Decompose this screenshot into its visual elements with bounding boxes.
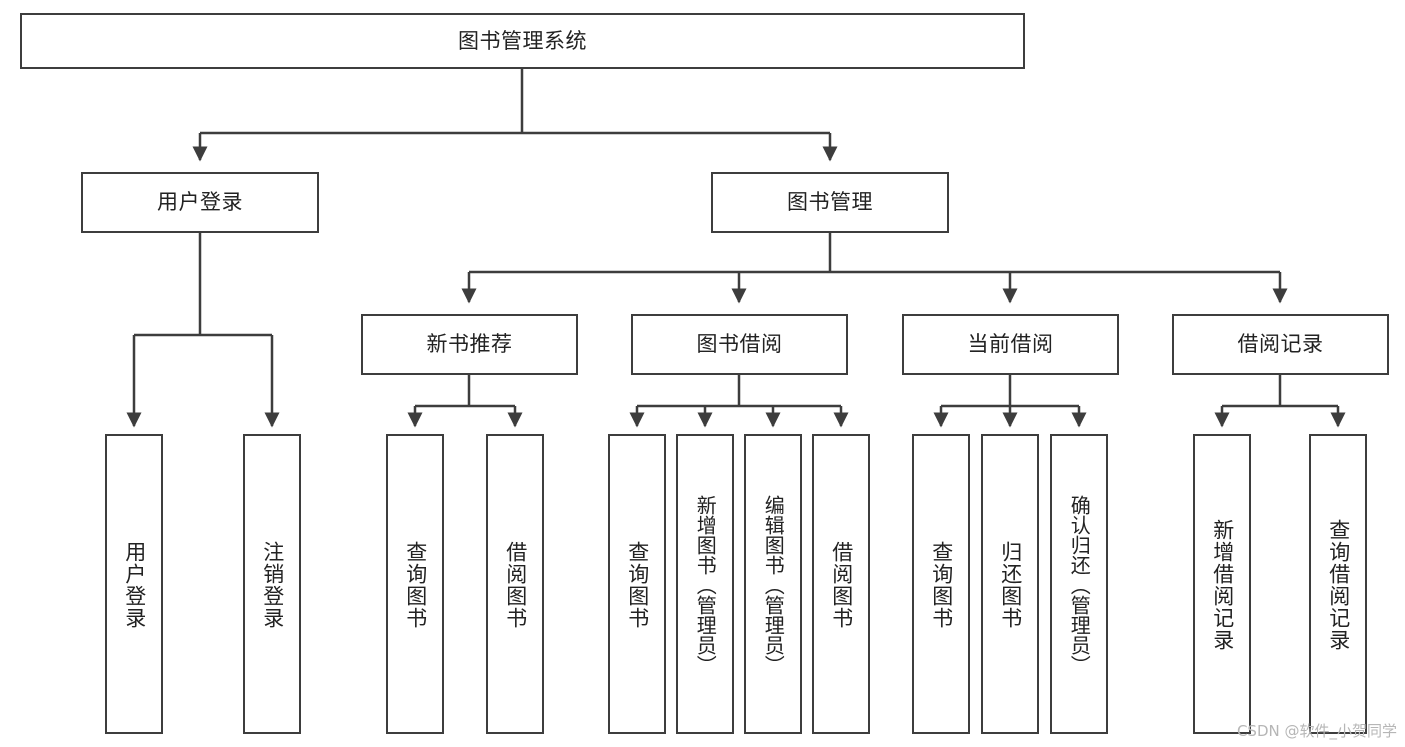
node-current-borrow[interactable]: 当前借阅 (902, 314, 1119, 375)
leaf-add-book[interactable]: 新增图书（管理员） (676, 434, 734, 734)
node-book-borrow[interactable]: 图书借阅 (631, 314, 848, 375)
leaf-query-book-3-label: 查询图书 (929, 541, 954, 629)
node-borrow-record[interactable]: 借阅记录 (1172, 314, 1389, 375)
leaf-confirm-return-label: 确认归还（管理员） (1067, 495, 1092, 675)
node-root-label: 图书管理系统 (458, 28, 587, 53)
watermark: CSDN @软件_小贺同学 (1236, 722, 1397, 740)
node-book-manage-label: 图书管理 (787, 190, 873, 215)
leaf-borrow-book-2[interactable]: 借阅图书 (812, 434, 870, 734)
leaf-user-login-label: 用户登录 (122, 541, 147, 629)
leaf-add-book-label: 新增图书（管理员） (693, 495, 718, 675)
leaf-borrow-book-1[interactable]: 借阅图书 (486, 434, 544, 734)
leaf-query-book-2-label: 查询图书 (625, 541, 650, 629)
node-current-borrow-label: 当前借阅 (967, 332, 1054, 357)
leaf-borrow-book-1-label: 借阅图书 (503, 541, 528, 629)
leaf-query-record-label: 查询借阅记录 (1326, 519, 1351, 651)
leaf-user-logout[interactable]: 注销登录 (243, 434, 301, 734)
leaf-return-book[interactable]: 归还图书 (981, 434, 1039, 734)
leaf-query-book-2[interactable]: 查询图书 (608, 434, 666, 734)
node-book-borrow-label: 图书借阅 (696, 332, 783, 357)
leaf-add-record-label: 新增借阅记录 (1210, 519, 1235, 651)
node-new-book-recommend[interactable]: 新书推荐 (361, 314, 578, 375)
leaf-query-book-3[interactable]: 查询图书 (912, 434, 970, 734)
leaf-user-logout-label: 注销登录 (260, 541, 285, 629)
leaf-confirm-return[interactable]: 确认归还（管理员） (1050, 434, 1108, 734)
leaf-edit-book-label: 编辑图书（管理员） (761, 495, 786, 675)
node-book-manage[interactable]: 图书管理 (711, 172, 949, 233)
leaf-query-book-1[interactable]: 查询图书 (386, 434, 444, 734)
leaf-query-record[interactable]: 查询借阅记录 (1309, 434, 1367, 734)
leaf-return-book-label: 归还图书 (998, 541, 1023, 629)
node-user-login[interactable]: 用户登录 (81, 172, 319, 233)
leaf-add-record[interactable]: 新增借阅记录 (1193, 434, 1251, 734)
leaf-borrow-book-2-label: 借阅图书 (829, 541, 854, 629)
node-user-login-label: 用户登录 (157, 190, 243, 215)
node-borrow-record-label: 借阅记录 (1237, 332, 1324, 357)
node-new-book-recommend-label: 新书推荐 (426, 332, 513, 357)
leaf-edit-book[interactable]: 编辑图书（管理员） (744, 434, 802, 734)
node-root[interactable]: 图书管理系统 (20, 13, 1025, 69)
leaf-user-login[interactable]: 用户登录 (105, 434, 163, 734)
leaf-query-book-1-label: 查询图书 (403, 541, 428, 629)
